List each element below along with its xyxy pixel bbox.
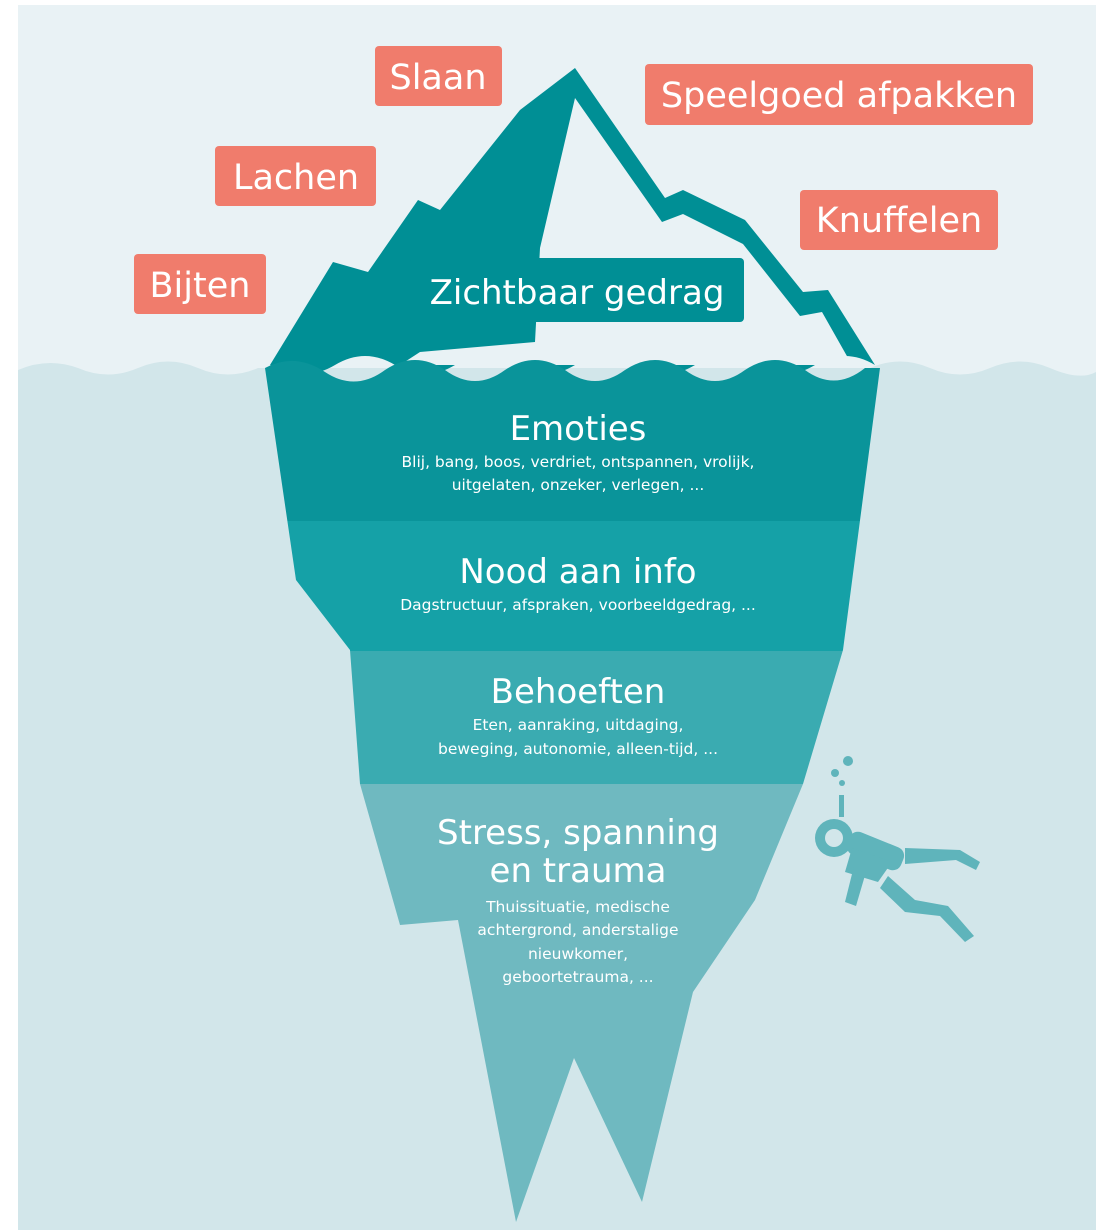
layer-behoeften: Behoeften Eten, aanraking, uitdaging, be… [438,672,718,758]
layer-stress-line-4: geboortetrauma, ... [502,968,653,986]
diver-leg-lower [880,876,974,942]
behavior-tag-box [375,46,502,106]
layer-stress: Stress, spanning en trauma Thuissituatie… [437,813,719,986]
diver-tank [846,831,905,871]
behavior-tag-speelgoed: Speelgoed afpakken [645,64,1033,125]
diver-arm [845,866,866,906]
diver-leg-upper [905,848,980,870]
behavior-tag-label: Knuffelen [816,201,982,241]
layer-emoties-band [265,360,880,521]
tip-label: Zichtbaar gedrag [430,273,725,313]
layer-nood: Nood aan info Dagstructuur, afspraken, v… [400,552,756,614]
layer-stress-title-line-1: Stress, spanning [437,813,719,853]
behavior-tag-label: Slaan [389,58,486,98]
behavior-tag-label: Lachen [233,158,359,198]
iceberg-tip: Zichtbaar gedrag [270,68,875,374]
layer-stress-line-2: achtergrond, anderstalige [477,921,678,939]
layer-behoeften-line-1: Eten, aanraking, uitdaging, [473,716,684,734]
layer-behoeften-title: Behoeften [491,672,666,712]
layer-behoeften-band [265,651,880,784]
layer-emoties-title: Emoties [510,409,647,449]
behavior-tag-label: Bijten [150,266,251,306]
layer-stress-line-3: nieuwkomer, [528,945,628,963]
layer-emoties: Emoties Blij, bang, boos, verdriet, onts… [402,409,755,494]
behavior-tag-box [134,254,266,314]
snorkel [839,795,844,817]
behavior-tag-slaan: Slaan [375,46,502,106]
layer-nood-band [265,521,880,651]
layer-emoties-line-2: uitgelaten, onzeker, verlegen, ... [452,476,705,494]
layer-stress-title-line-2: en trauma [490,851,667,891]
diver-mask [825,829,843,847]
behavior-tag-box [645,64,1033,125]
layer-nood-title: Nood aan info [459,552,696,592]
behavior-tag-knuffelen: Knuffelen [800,190,998,250]
scuba-diver-icon [815,756,980,942]
layer-emoties-line-1: Blij, bang, boos, verdriet, ontspannen, … [402,453,755,471]
behavior-tag-lachen: Lachen [215,146,376,206]
layer-stress-line-1: Thuissituatie, medische [485,898,670,916]
behavior-tag-bijten: Bijten [134,254,266,314]
layer-behoeften-line-2: beweging, autonomie, alleen-tijd, ... [438,740,718,758]
bubble [839,780,845,786]
behavior-tag-label: Speelgoed afpakken [661,76,1017,116]
behavior-tag-box [215,146,376,206]
tip-label-box [410,258,744,322]
behavior-tag-box [800,190,998,250]
bubble [831,769,839,777]
bubble [843,756,853,766]
layer-nood-line-1: Dagstructuur, afspraken, voorbeeldgedrag… [400,596,756,614]
